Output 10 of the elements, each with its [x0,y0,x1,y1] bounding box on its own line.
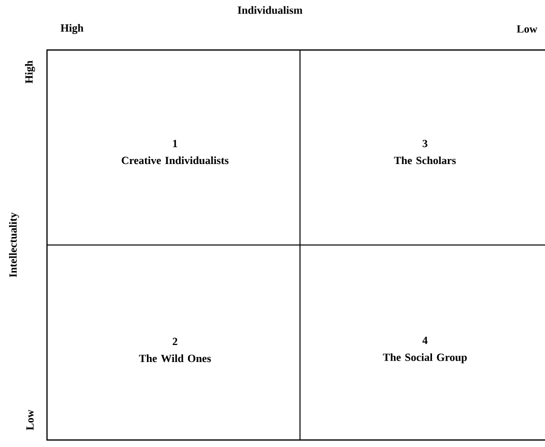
axis-end-label: Low [26,410,34,430]
quadrant-label: 4 The Social Group [382,336,467,364]
axis-title: Intellectuality [9,212,19,278]
quadrant-label: 3 The Scholars [394,140,456,164]
axis-end-label: High [60,24,84,34]
axis-title: Individualism [238,6,302,14]
quadrant-label: 2 The Wild Ones [139,338,211,362]
axis-end-label: Low [516,25,538,33]
quadrant-label: 1 Creative Individualists [122,140,229,164]
axis-end-label: High [25,60,36,84]
